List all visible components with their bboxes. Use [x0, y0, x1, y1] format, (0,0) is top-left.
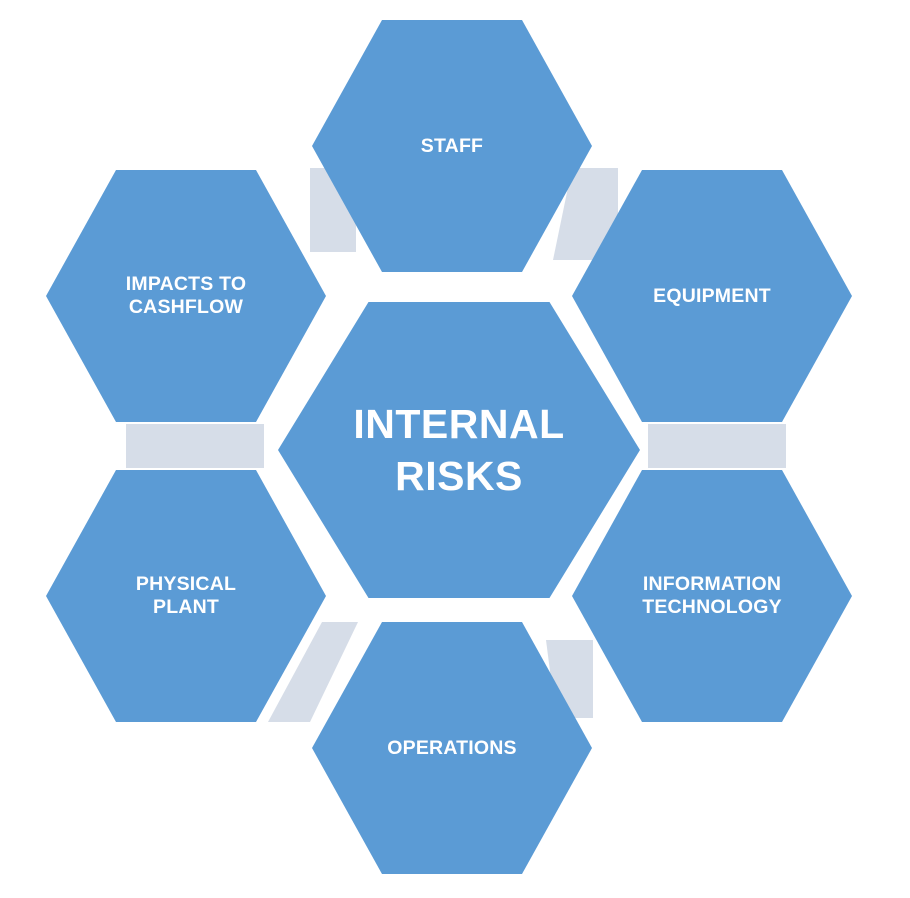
hexagon-equipment[interactable] — [572, 170, 852, 422]
connector-physical-to-cashflow — [126, 424, 264, 468]
hexagon-center-internal-risks[interactable] — [278, 302, 640, 598]
connector-staff-to-equipment — [553, 168, 618, 260]
hexagon-cashflow[interactable] — [46, 170, 326, 422]
connector-operations-to-physical — [268, 622, 358, 722]
connector-equipment-to-it — [648, 424, 786, 468]
hexagon-layer — [46, 20, 852, 874]
hexagon-physical[interactable] — [46, 470, 326, 722]
hexagon-operations[interactable] — [312, 622, 592, 874]
hexagon-staff[interactable] — [312, 20, 592, 272]
hexagon-it[interactable] — [572, 470, 852, 722]
